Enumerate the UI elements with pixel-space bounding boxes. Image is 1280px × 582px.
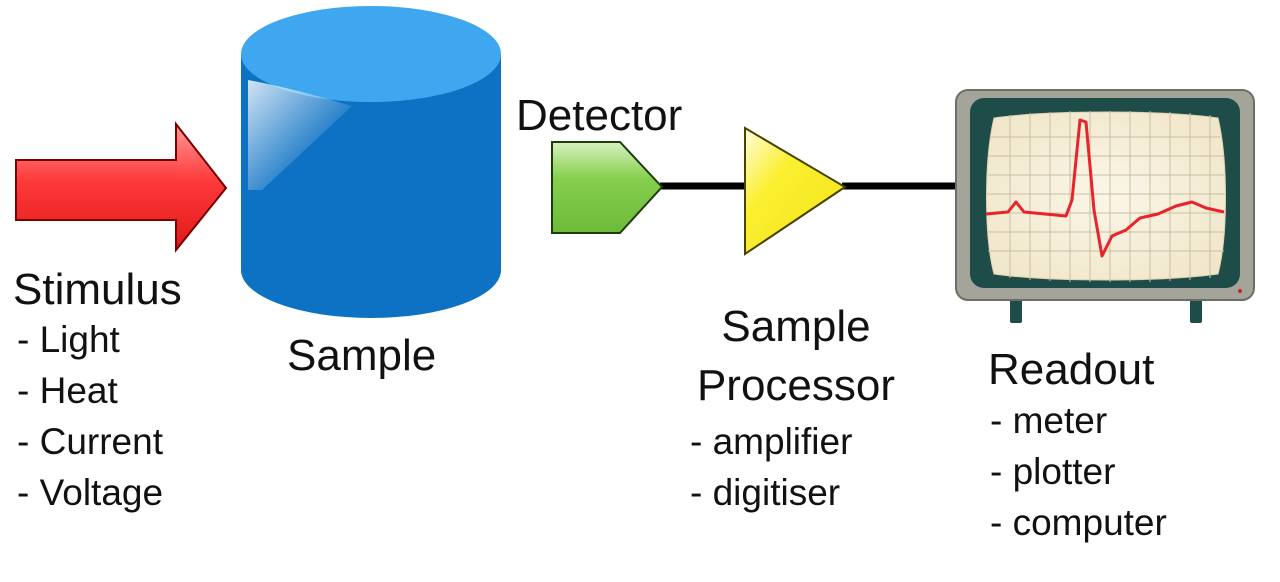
processor-title-line1: Sample xyxy=(721,302,871,351)
processor-list: - amplifier - digitiser xyxy=(690,416,852,518)
detector-title: Detector xyxy=(516,91,683,140)
list-item: - plotter xyxy=(990,451,1116,492)
monitor-ecg-icon xyxy=(955,89,1255,323)
list-item: - Heat xyxy=(17,370,118,411)
stimulus-arrow-icon xyxy=(15,121,228,253)
list-item: - Current xyxy=(17,421,163,462)
readout-list: - meter - plotter - computer xyxy=(990,395,1167,548)
processor-title-line2: Processor xyxy=(696,361,896,410)
readout-title: Readout xyxy=(988,345,1155,394)
list-item: - Voltage xyxy=(17,472,164,513)
list-item: - digitiser xyxy=(690,472,841,513)
list-item: - meter xyxy=(990,400,1108,441)
list-item: - Light xyxy=(17,319,120,360)
sample-cylinder-icon xyxy=(241,6,501,318)
list-item: - amplifier xyxy=(690,421,853,462)
stimulus-title: Stimulus xyxy=(13,265,182,314)
list-item: - computer xyxy=(990,502,1167,543)
processor-title: Sample Processor xyxy=(680,305,912,408)
amplifier-triangle-icon xyxy=(744,126,847,256)
detector-icon xyxy=(551,141,664,234)
stimulus-list: - Light - Heat - Current - Voltage xyxy=(17,314,163,518)
sample-title: Sample xyxy=(287,331,437,380)
